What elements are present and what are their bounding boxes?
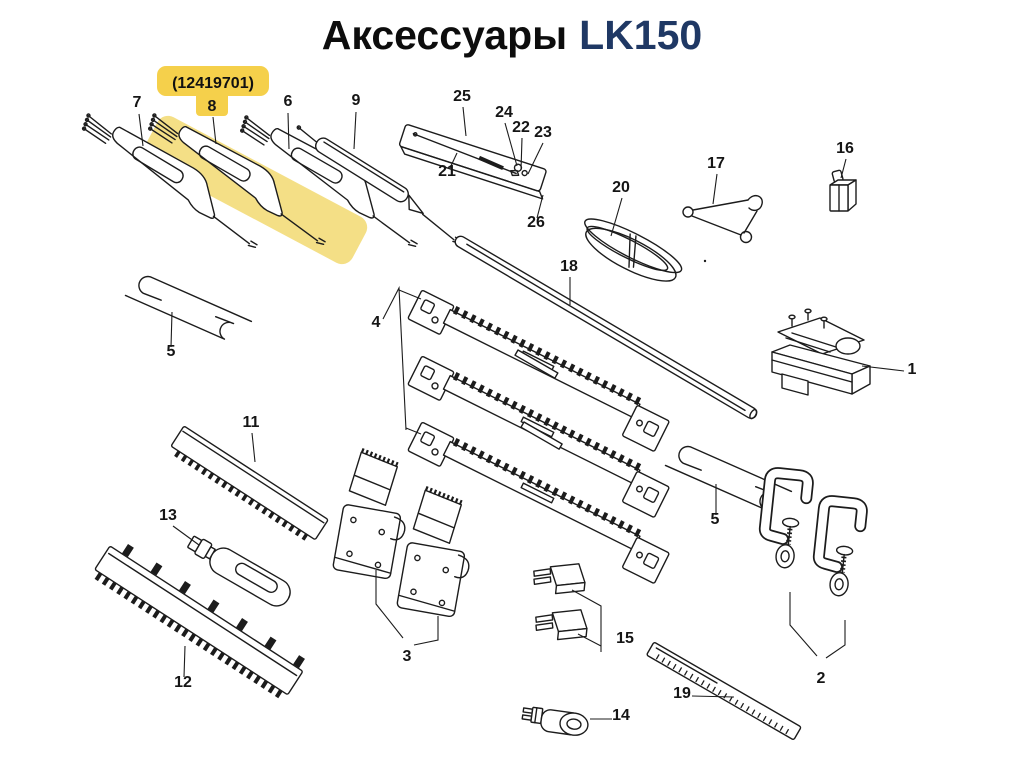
part-14-tool-drawing [521, 706, 589, 736]
title-product: Аксессуары [321, 12, 568, 58]
table-clamp-left [761, 472, 809, 569]
part-11-cast-on-comb-drawing [170, 426, 329, 544]
part-label-18: 18 [560, 258, 578, 275]
part-label-1: 1 [908, 361, 917, 378]
part-1-carriage-drawing [771, 308, 871, 396]
part-label-14: 14 [612, 707, 630, 724]
part-label-9: 9 [352, 92, 361, 109]
part-label-16: 16 [836, 140, 854, 157]
part-label-15: 15 [616, 630, 634, 647]
table-clamp-right [815, 500, 863, 597]
part-label-23: 23 [534, 124, 552, 141]
badge-tab [196, 92, 228, 116]
title-model: LK150 [579, 12, 703, 58]
needle-plate-assembly-drawing [398, 124, 547, 200]
part-2-table-clamps-drawing [761, 472, 863, 659]
part-3-claw-weights-drawing [333, 449, 481, 646]
part-label-20: 20 [612, 179, 630, 196]
part-label-5-left: 5 [167, 343, 176, 360]
part-label-19: 19 [673, 685, 691, 702]
claw-weight-right [397, 487, 481, 618]
part-13-oil-bottle-drawing [187, 535, 291, 607]
badge-code-text: (12419701) [172, 75, 254, 92]
part-code-badge: (12419701) [157, 66, 269, 116]
part-label-17: 17 [707, 155, 725, 172]
badge-body [157, 66, 269, 96]
part-label-4: 4 [372, 314, 381, 331]
leader-lines [138, 106, 905, 720]
part-15-fork-clips-drawing [531, 558, 602, 652]
part-5-clip-left-drawing [124, 264, 253, 353]
part-label-6: 6 [284, 93, 293, 110]
part-label-22: 22 [512, 119, 530, 136]
part-19-gauge-ruler-drawing [646, 642, 802, 740]
part-label-8: 8 [208, 98, 217, 115]
part-20-cord-drawing [584, 218, 683, 282]
part-label-3: 3 [403, 648, 412, 665]
part-label-24: 24 [495, 104, 513, 121]
fork-clip-top [531, 558, 588, 598]
part-label-5-right: 5 [711, 511, 720, 528]
part-label-26: 26 [527, 214, 545, 231]
part-18-rail-rod-drawing [454, 235, 758, 420]
part-label-11: 11 [243, 414, 260, 431]
part-16-clamp-block-drawing [829, 169, 857, 212]
part-12-large-comb-drawing [94, 543, 306, 700]
part-17-yarn-guide-wire-drawing [682, 194, 763, 244]
part-labels: 7 8 6 9 25 24 22 23 21 26 20 17 16 18 5 … [133, 88, 917, 724]
stray-dot [703, 259, 707, 263]
part-label-21: 21 [438, 163, 456, 180]
part-4-extension-rails-drawing [382, 285, 673, 584]
part-label-2: 2 [817, 670, 826, 687]
fork-clip-bottom [533, 604, 590, 644]
part-label-7: 7 [133, 94, 142, 111]
part-label-13: 13 [159, 507, 177, 524]
part-label-25: 25 [453, 88, 471, 105]
part-label-12: 12 [174, 674, 192, 691]
